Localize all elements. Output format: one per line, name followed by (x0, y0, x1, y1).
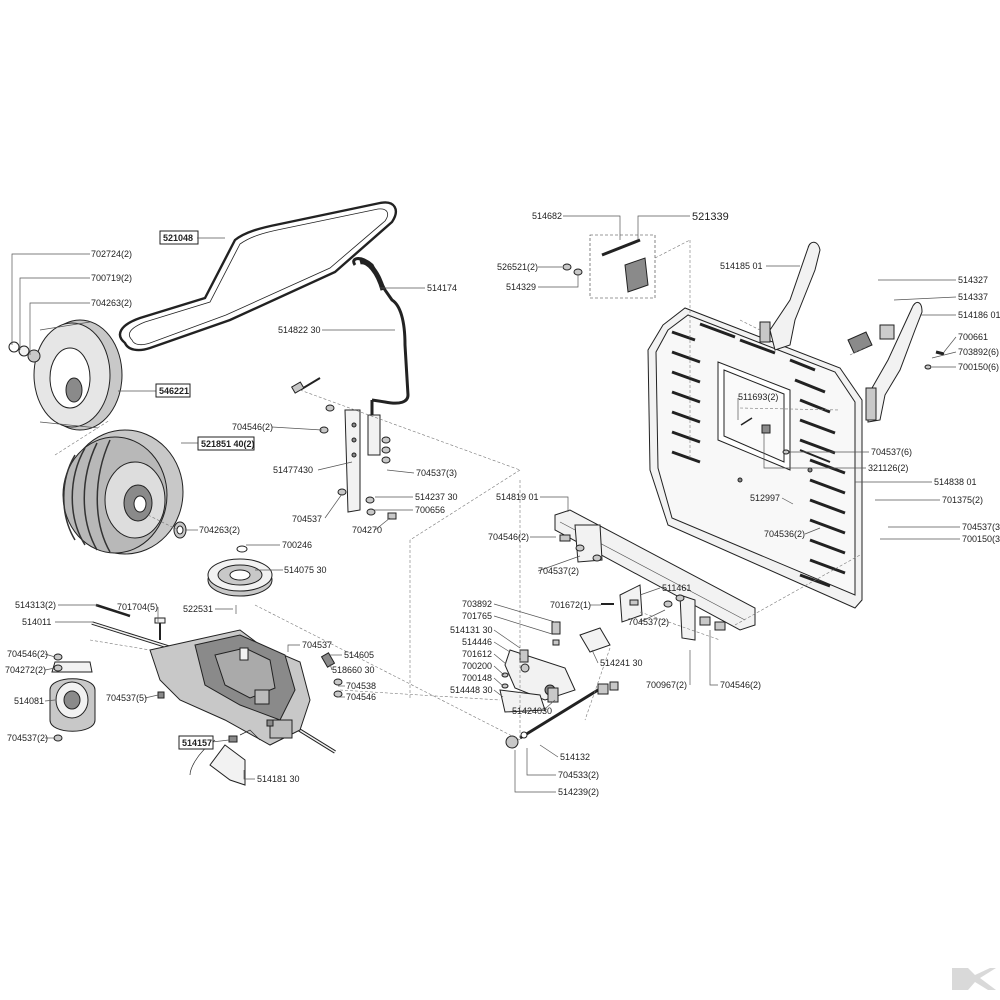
label-521339: 521339 (692, 211, 729, 223)
label-703892-6: 703892(6) (958, 347, 999, 357)
leader-lines (11, 215, 960, 793)
label-514448: 514448 30 (450, 685, 493, 695)
label-703892: 703892 (462, 599, 492, 609)
label-704537-3-panel: 704537(3) (962, 522, 1000, 532)
label-700719: 700719(2) (91, 273, 132, 283)
label-704537-6: 704537(6) (871, 447, 912, 457)
label-700661: 700661 (958, 332, 988, 342)
label-704272: 704272(2) (5, 665, 46, 675)
label-700656: 700656 (415, 505, 445, 515)
label-701672: 701672(1) (550, 600, 591, 610)
label-704270: 704270 (352, 525, 382, 535)
label-704546-lever: 704546(2) (232, 422, 273, 432)
label-514327: 514327 (958, 275, 988, 285)
rear-panel-514838 (647, 307, 863, 609)
pulley-514075 (207, 558, 273, 597)
label-701612: 701612 (462, 649, 492, 659)
label-526521: 526521(2) (497, 262, 538, 272)
label-704546-bar: 704546(2) (488, 532, 529, 542)
label-704546-left: 704546(2) (7, 649, 48, 659)
label-514174: 514174 (427, 283, 457, 293)
label-700200: 700200 (462, 661, 492, 671)
label-514819: 514819 01 (496, 492, 539, 502)
axle-bracket-514081 (49, 661, 96, 732)
label-701704: 701704(5) (117, 602, 158, 612)
label-514132: 514132 (560, 752, 590, 762)
label-546221: 546221 (159, 386, 189, 396)
label-522531: 522531 (183, 604, 213, 614)
label-514185: 514185 01 (720, 261, 763, 271)
label-514241: 514241 30 (600, 658, 643, 668)
label-514237: 514237 30 (415, 492, 458, 502)
label-700150-6: 700150(6) (958, 362, 999, 372)
label-514011: 514011 (22, 617, 51, 627)
label-321126: 321126(2) (868, 463, 908, 473)
label-514239: 514239(2) (558, 787, 599, 797)
rear-panel-slots (671, 322, 846, 588)
label-514081: 514081 (14, 696, 44, 706)
wheel-upper (33, 319, 123, 431)
label-702724: 702724(2) (91, 249, 132, 259)
label-514682: 514682 (532, 211, 562, 221)
label-514838: 514838 01 (934, 477, 977, 487)
drive-belt-521048 (118, 201, 397, 352)
label-704537-left-bottom: 704537(2) (7, 733, 48, 743)
label-704538: 704538 (346, 681, 376, 691)
assembly-dashed-lines (89, 239, 871, 741)
label-514605: 514605 (344, 650, 374, 660)
label-701765: 701765 (462, 611, 492, 621)
label-514186: 514186 01 (958, 310, 1000, 320)
label-514181: 514181 30 (257, 774, 300, 784)
label-704537-5: 704537(5) (106, 693, 147, 703)
label-514313: 514313(2) (15, 600, 56, 610)
brand-logo (952, 968, 996, 990)
label-701375: 701375(2) (942, 495, 983, 505)
label-700148: 700148 (462, 673, 492, 683)
label-512997: 512997 (750, 493, 780, 503)
label-514337: 514337 (958, 292, 988, 302)
label-514329: 514329 (506, 282, 536, 292)
label-518660: 518660 30 (332, 665, 375, 675)
label-514774: 51477430 (273, 465, 313, 475)
label-521048: 521048 (163, 233, 193, 243)
label-704537-lever: 704537 (292, 514, 322, 524)
label-704546-trans: 704546 (346, 692, 376, 702)
label-704533: 704533(2) (558, 770, 599, 780)
label-514131: 514131 30 (450, 625, 493, 635)
label-511461: 511461 (662, 583, 691, 593)
label-514157: 514157 (182, 738, 212, 748)
label-704537-3-lever: 704537(3) (416, 468, 457, 478)
label-704537-rod: 704537(2) (628, 617, 669, 627)
wheel-lower (62, 429, 184, 555)
label-704546-rod: 704546(2) (720, 680, 761, 690)
label-704537-bar: 704537(2) (538, 566, 579, 576)
label-514240: 51424030 (512, 706, 552, 716)
label-704536: 704536(2) (764, 529, 805, 539)
label-514822: 514822 30 (278, 325, 321, 335)
label-521851: 521851 40(2) (201, 439, 255, 449)
label-700150-3: 700150(3) (962, 534, 1000, 544)
transmission-housing (149, 629, 311, 746)
label-704263-lower: 704263(2) (199, 525, 240, 535)
label-514075: 514075 30 (284, 565, 327, 575)
label-704263-upper: 704263(2) (91, 298, 132, 308)
part-labels: 702724(2) 700719(2) 704263(2) 521048 546… (5, 211, 1000, 797)
label-511693: 511693(2) (738, 392, 778, 402)
label-700967: 700967(2) (646, 680, 687, 690)
label-700246: 700246 (282, 540, 312, 550)
label-704537-trans: 704537 (302, 640, 332, 650)
label-514446: 514446 (462, 637, 492, 647)
